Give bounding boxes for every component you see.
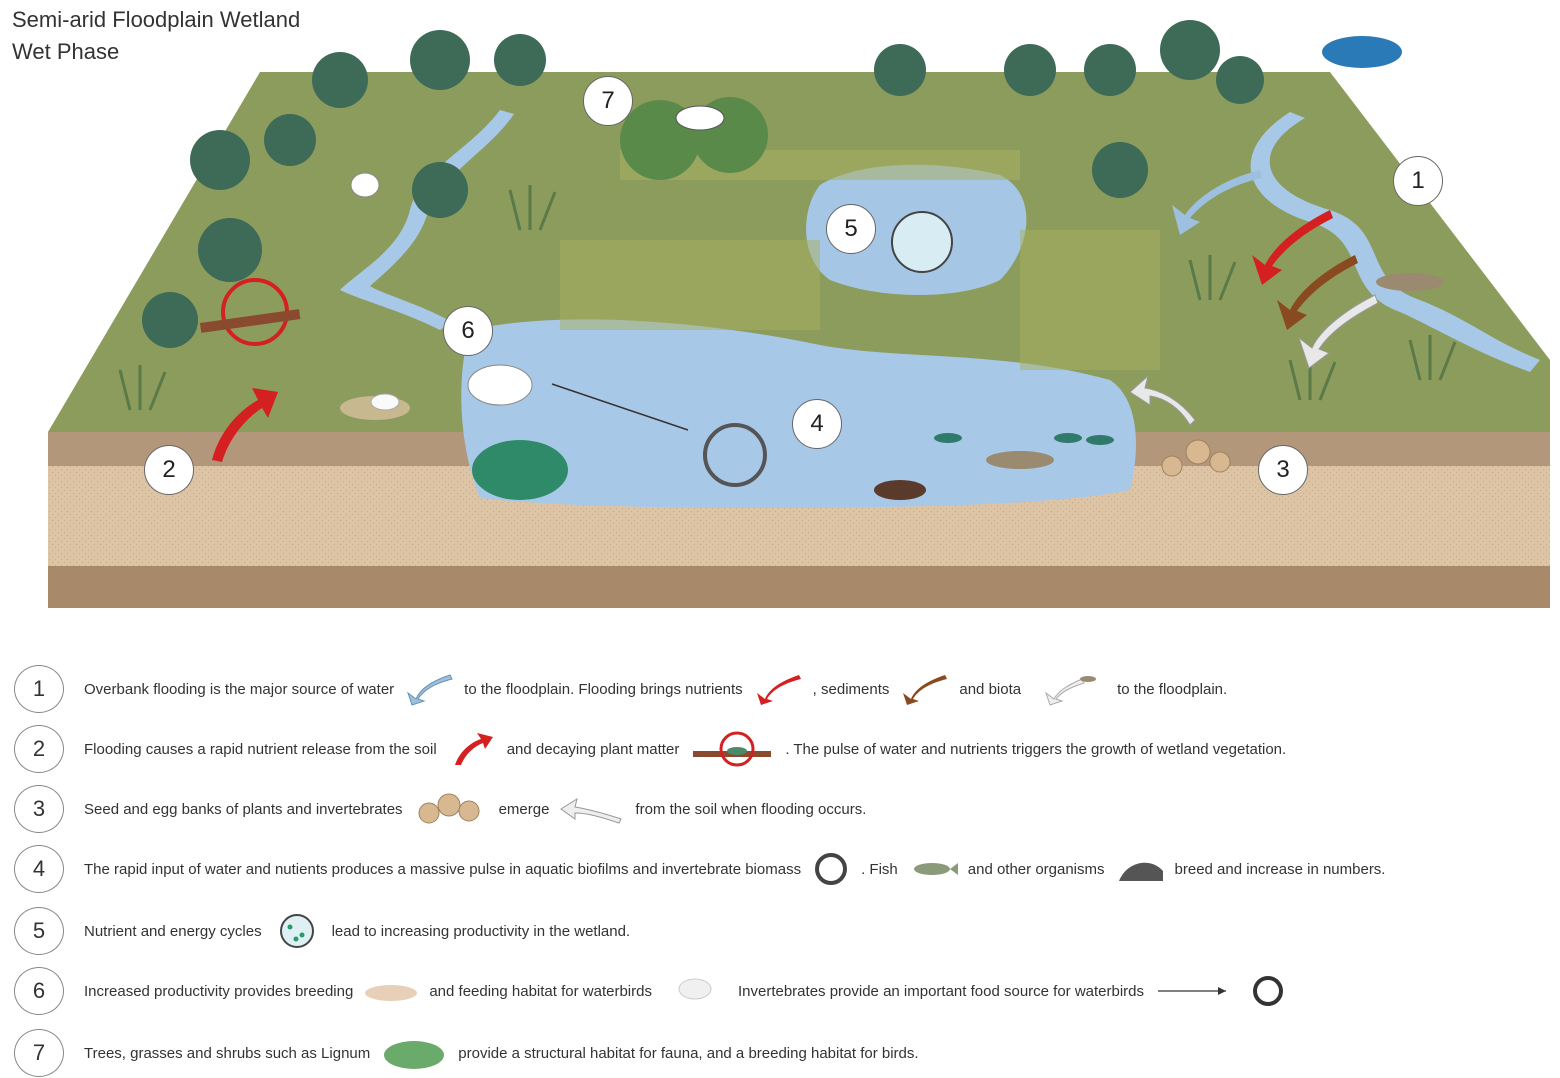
legend-text: Seed and egg banks of plants and inverte…	[84, 801, 403, 818]
emerge-arrow-icon	[557, 791, 627, 827]
ibis	[676, 106, 724, 130]
legend-text: Trees, grasses and shrubs such as Lignum	[84, 1045, 370, 1062]
legend-number: 6	[14, 967, 64, 1015]
marker-4: 4	[792, 399, 842, 449]
legend-row-5: 5 Nutrient and energy cycles lead to inc…	[14, 906, 630, 956]
legend: 1 Overbank flooding is the major source …	[0, 660, 1560, 1071]
decaying-plant-cycle-icon	[687, 731, 777, 767]
nest-icon	[361, 973, 421, 1009]
legend-text: Invertebrates provide an important food …	[738, 983, 1144, 1000]
nutrient-energy-cycle	[892, 212, 952, 272]
seed-egg-bank-icon	[411, 791, 491, 827]
wetland-scene	[0, 0, 1560, 640]
marker-6: 6	[443, 306, 493, 356]
fish-icon	[906, 851, 960, 887]
legend-number: 3	[14, 785, 64, 833]
nutrient-release-arrow-icon	[445, 731, 499, 767]
nutrient-arrow-icon	[751, 671, 805, 707]
nutrient-cycle-icon	[270, 913, 324, 949]
legend-text: . The pulse of water and nutrients trigg…	[785, 741, 1286, 758]
aquatic-weed	[472, 440, 568, 500]
legend-text: breed and increase in numbers.	[1175, 861, 1386, 878]
legend-text: from the soil when flooding occurs.	[635, 801, 866, 818]
legend-text: and feeding habitat for waterbirds	[429, 983, 652, 1000]
water-arrow-icon	[402, 671, 456, 707]
legend-text: and biota	[959, 681, 1021, 698]
legend-number: 4	[14, 845, 64, 893]
biofilm-cycle-icon	[809, 851, 853, 887]
invertebrate-cycle-icon	[1248, 973, 1288, 1009]
fish	[986, 451, 1054, 469]
legend-text: provide a structural habitat for fauna, …	[458, 1045, 918, 1062]
marker-3: 3	[1258, 445, 1308, 495]
legend-row-4: 4 The rapid input of water and nutients …	[14, 844, 1385, 894]
legend-number: 5	[14, 907, 64, 955]
diagram-title: Semi-arid Floodplain Wetland Wet Phase	[12, 4, 300, 68]
fish-river	[1376, 273, 1444, 291]
crayfish	[874, 480, 926, 500]
legend-text: , sediments	[813, 681, 890, 698]
legend-text: and decaying plant matter	[507, 741, 680, 758]
rain-cloud	[1322, 36, 1402, 68]
legend-row-3: 3 Seed and egg banks of plants and inver…	[14, 784, 866, 834]
eggs	[371, 394, 399, 410]
sediment-arrow-icon	[897, 671, 951, 707]
legend-number: 7	[14, 1029, 64, 1077]
title-line-1: Semi-arid Floodplain Wetland	[12, 4, 300, 36]
legend-text: Overbank flooding is the major source of…	[84, 681, 394, 698]
biota-arrow-icon	[1029, 671, 1109, 707]
waterbird-icon	[660, 973, 730, 1009]
legend-row-6: 6 Increased productivity provides breedi…	[14, 966, 1296, 1016]
marker-7: 7	[583, 76, 633, 126]
legend-text: Nutrient and energy cycles	[84, 923, 262, 940]
legend-row-1: 1 Overbank flooding is the major source …	[14, 664, 1227, 714]
food-link-arrow-icon	[1152, 973, 1232, 1009]
egret	[351, 173, 379, 197]
lignum-shrub-icon	[378, 1035, 450, 1071]
legend-text: and other organisms	[968, 861, 1105, 878]
legend-text: lead to increasing productivity in the w…	[332, 923, 631, 940]
spoonbill	[468, 365, 532, 405]
marker-2: 2	[144, 445, 194, 495]
legend-row-2: 2 Flooding causes a rapid nutrient relea…	[14, 724, 1286, 774]
legend-text: Increased productivity provides breeding	[84, 983, 353, 1000]
legend-text: Flooding causes a rapid nutrient release…	[84, 741, 437, 758]
crayfish-icon	[1113, 851, 1167, 887]
legend-text: to the floodplain. Flooding brings nutri…	[464, 681, 743, 698]
legend-text: The rapid input of water and nutients pr…	[84, 861, 801, 878]
legend-text: emerge	[499, 801, 550, 818]
marker-1: 1	[1393, 156, 1443, 206]
legend-text: . Fish	[861, 861, 898, 878]
title-line-2: Wet Phase	[12, 36, 300, 68]
legend-number: 1	[14, 665, 64, 713]
legend-number: 2	[14, 725, 64, 773]
marker-5: 5	[826, 204, 876, 254]
subsoil-layer	[48, 566, 1550, 608]
legend-text: to the floodplain.	[1117, 681, 1227, 698]
